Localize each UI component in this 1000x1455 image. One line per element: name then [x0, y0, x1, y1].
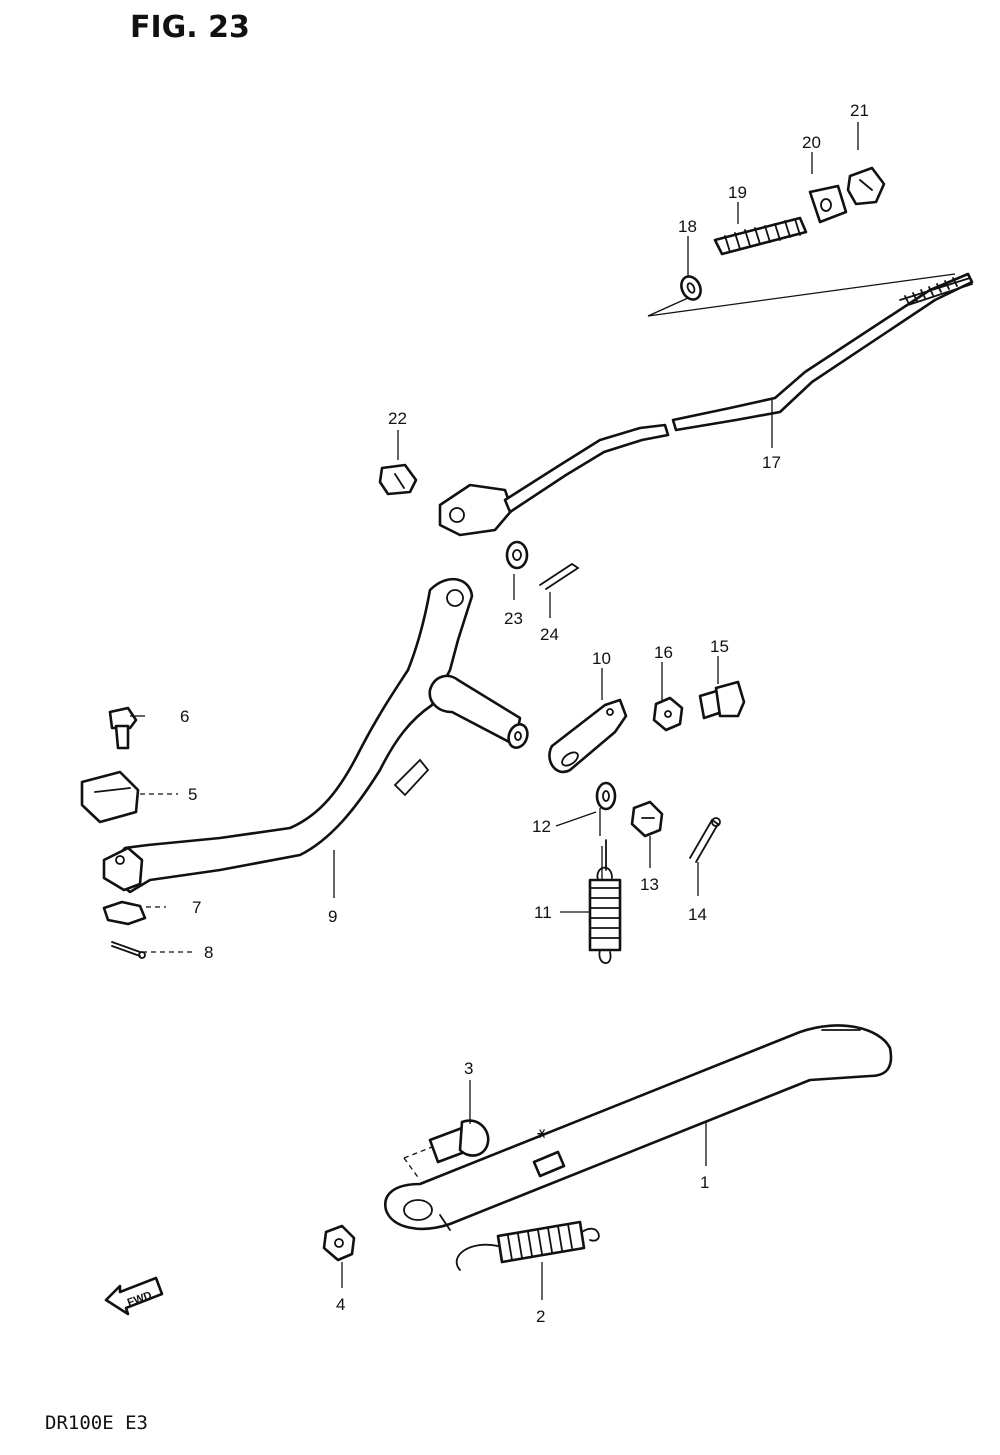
stand-bushing — [532, 1150, 566, 1178]
part-20-joint — [808, 184, 848, 224]
callout-numbers: 21 20 19 18 22 17 23 24 10 16 15 6 5 12 … — [180, 101, 869, 1326]
part-17-brake-rod — [438, 272, 974, 537]
callout-21: 21 — [850, 101, 869, 120]
callout-9: 9 — [328, 907, 337, 926]
part-22-pin — [378, 463, 418, 496]
part-10-arm — [548, 698, 628, 774]
part-13-nut — [630, 800, 664, 838]
part-3-bolt — [428, 1119, 490, 1164]
callout-18: 18 — [678, 217, 697, 236]
part-7-clevis — [102, 900, 147, 926]
leader-lines — [130, 122, 859, 1300]
part-4-nut — [322, 1224, 356, 1262]
part-19-spring — [713, 216, 808, 256]
part-12-washer — [595, 781, 617, 811]
part-11-spring — [588, 839, 622, 964]
model-code: DR100E E3 — [45, 1412, 148, 1434]
part-1-side-stand — [383, 1024, 893, 1231]
callout-6: 6 — [180, 707, 189, 726]
part-15-bolt — [698, 680, 746, 720]
callout-16: 16 — [654, 643, 673, 662]
part-23-washer — [505, 540, 529, 570]
callout-8: 8 — [204, 943, 213, 962]
part-16-nut — [652, 696, 684, 732]
callout-2: 2 — [536, 1307, 545, 1326]
part-6-pin — [108, 706, 138, 750]
callout-7: 7 — [192, 898, 201, 917]
callout-14: 14 — [688, 905, 707, 924]
part-14-cotter-pin — [689, 817, 721, 863]
part-8-cotter-pin — [111, 941, 146, 959]
fwd-arrow-icon: FWD — [104, 1276, 164, 1316]
part-18-washer — [680, 275, 702, 301]
part-5-block — [80, 770, 140, 824]
callout-13: 13 — [640, 875, 659, 894]
part-2-stand-spring — [455, 1220, 600, 1271]
callout-5: 5 — [188, 785, 197, 804]
part-24-cotter-pin — [539, 562, 580, 618]
part-9-brake-pedal — [102, 577, 529, 894]
callout-10: 10 — [592, 649, 611, 668]
part-21-nut — [846, 166, 886, 206]
callout-15: 15 — [710, 637, 729, 656]
callout-11: 11 — [534, 903, 552, 922]
callout-17: 17 — [762, 453, 781, 472]
callout-22: 22 — [388, 409, 407, 428]
callout-12: 12 — [532, 817, 551, 836]
callout-24: 24 — [540, 625, 559, 644]
callout-23: 23 — [504, 609, 523, 628]
callout-20: 20 — [802, 133, 821, 152]
callout-1: 1 — [700, 1173, 709, 1192]
callout-3: 3 — [464, 1059, 473, 1078]
callout-19: 19 — [728, 183, 747, 202]
mark-asterisk: ⚹ — [537, 1123, 547, 1142]
callout-4: 4 — [336, 1295, 345, 1314]
figure-title: FIG. 23 — [130, 10, 250, 45]
